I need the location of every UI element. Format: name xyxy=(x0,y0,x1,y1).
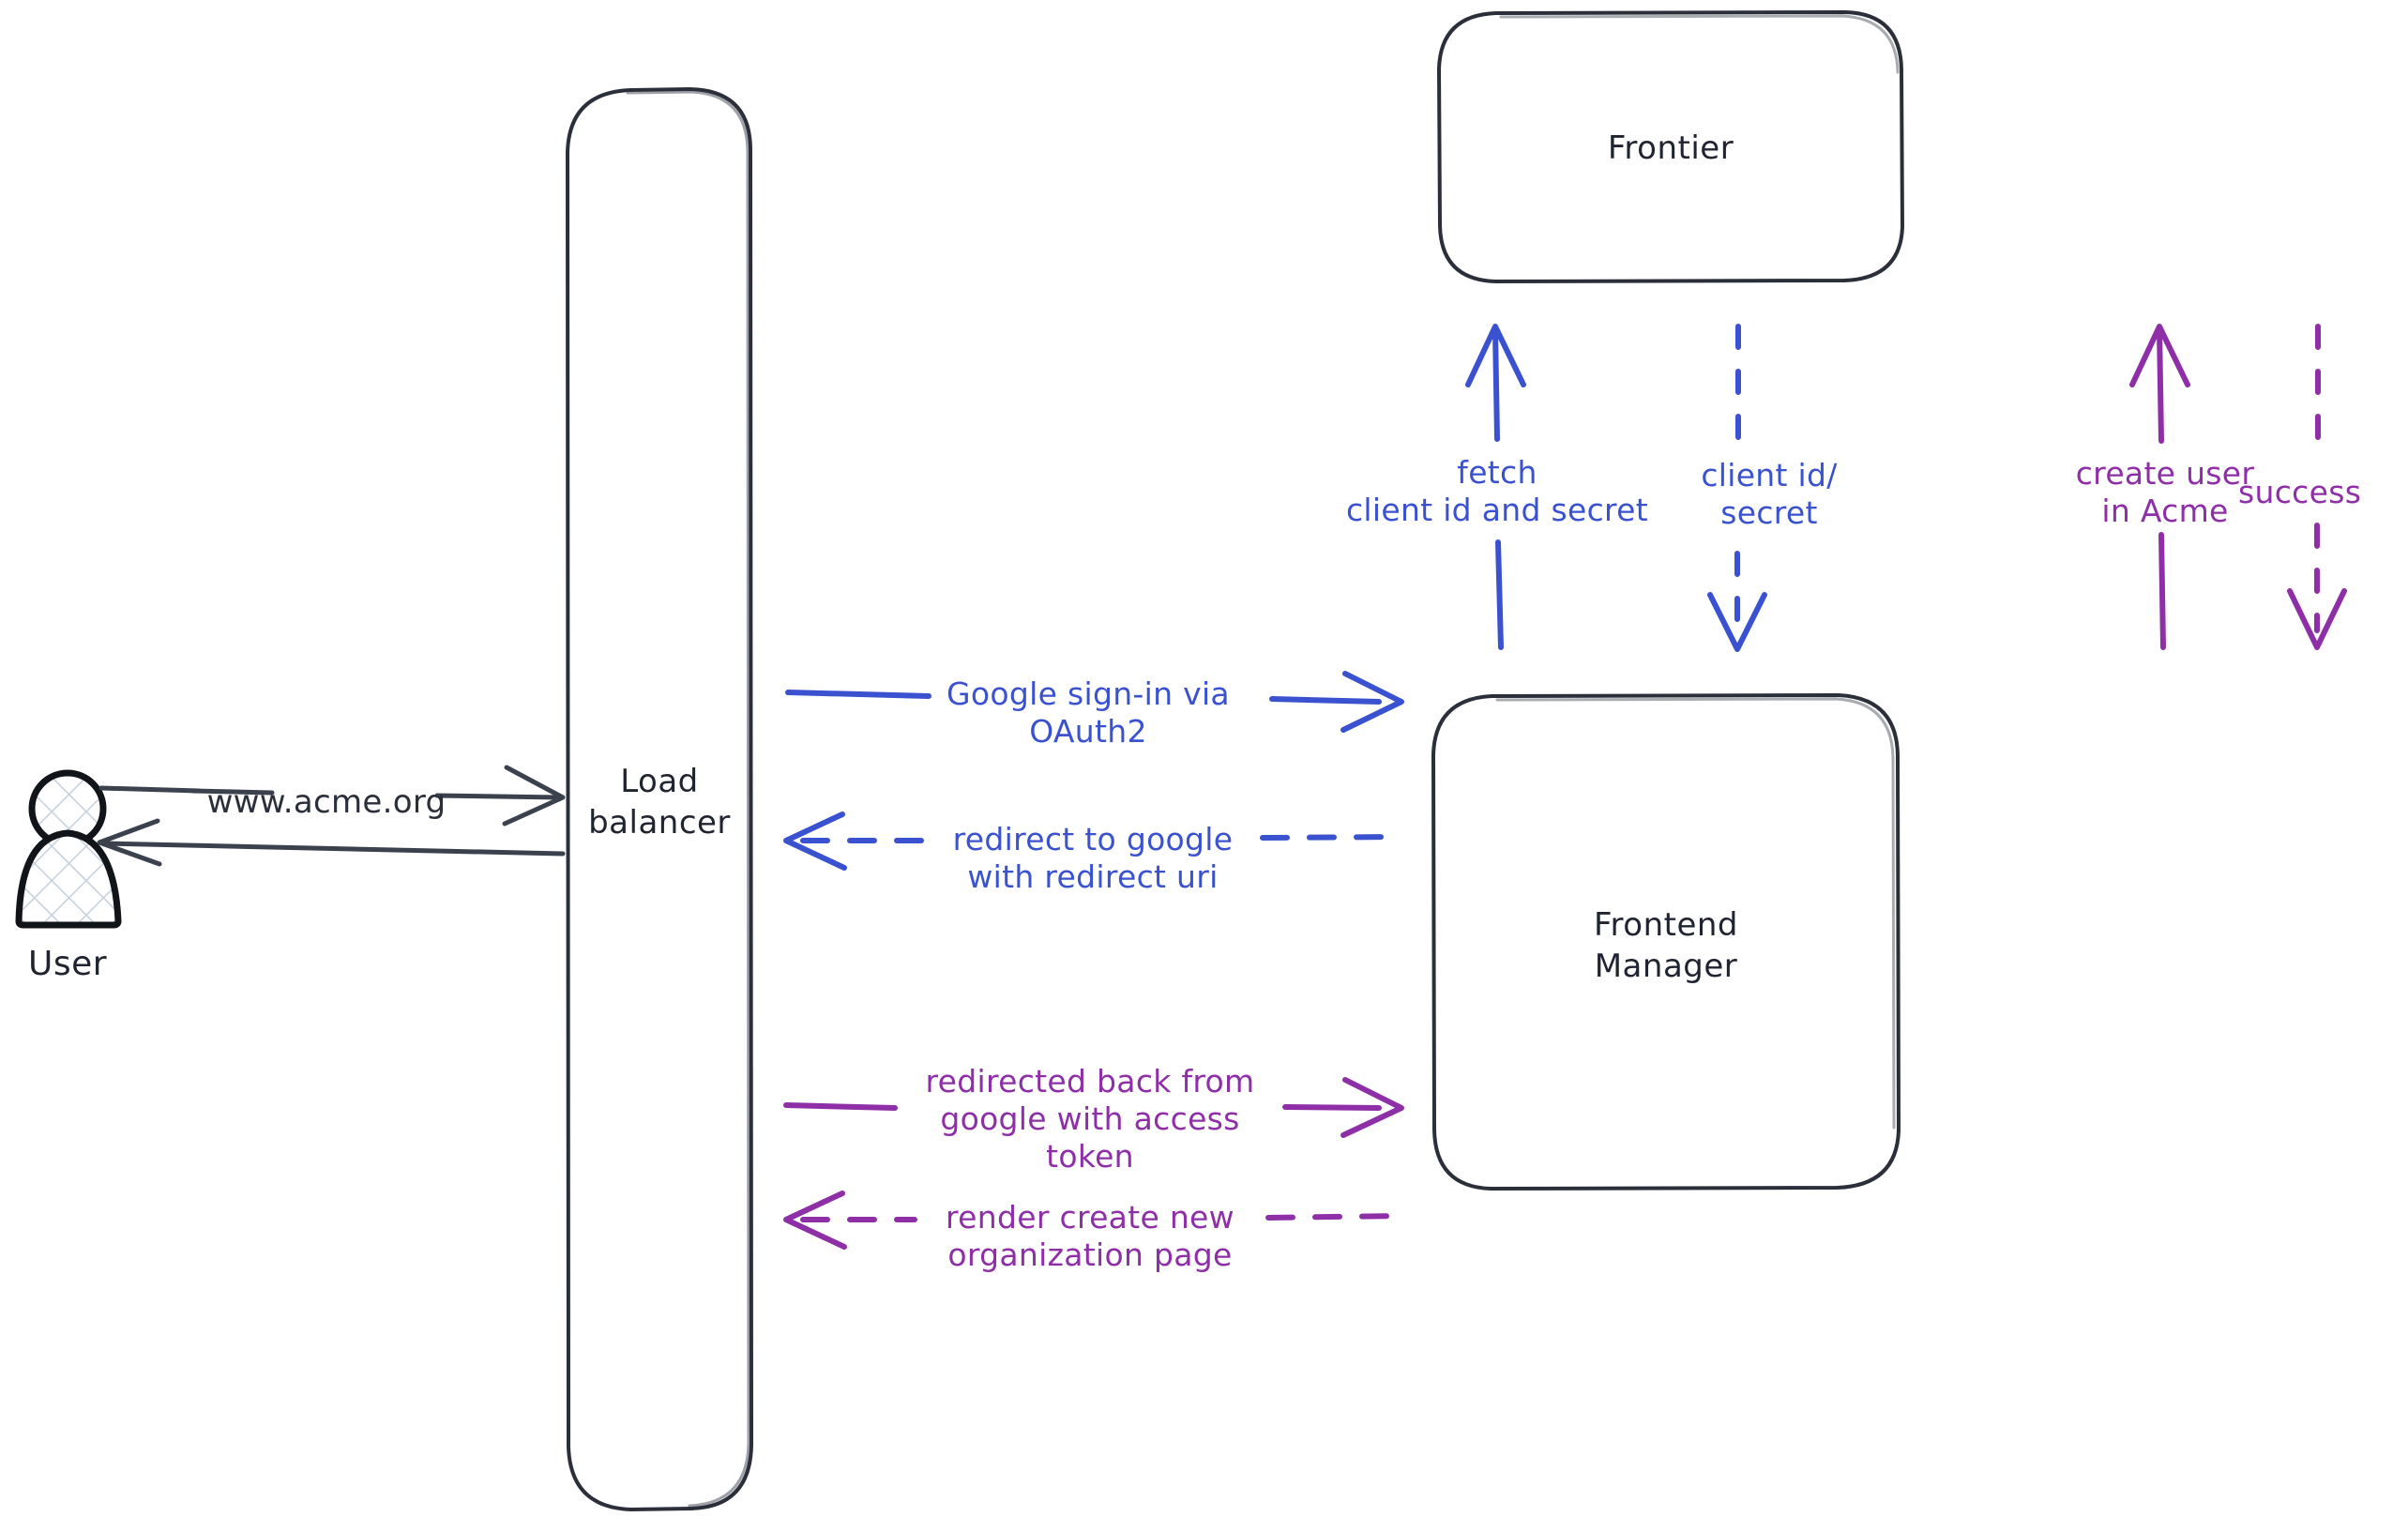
arrowhead-left-icon xyxy=(783,812,847,871)
arrowhead-down-icon xyxy=(2287,588,2347,650)
edge-label-frontier-to-fm-creds: client id/ secret xyxy=(1701,457,1838,531)
edge-label-fm-to-lb-render: render create new organization page xyxy=(946,1199,1234,1273)
edge-frontier-to-fm-creds xyxy=(1707,324,1767,652)
frontend-manager-shape-sketch xyxy=(1495,697,1896,1130)
edge-label-lb-to-fm-token: redirected back from google with access … xyxy=(925,1063,1255,1175)
edge-user-to-lb xyxy=(98,765,566,827)
node-load-balancer[interactable] xyxy=(565,86,754,1512)
edge-lb-to-user xyxy=(97,818,566,867)
arrowhead-right-icon xyxy=(1340,671,1404,733)
node-user[interactable] xyxy=(15,769,122,929)
edge-lb-to-fm-token xyxy=(783,1077,1404,1138)
node-frontend-manager[interactable] xyxy=(1431,692,1901,1191)
frontier-shape-sketch xyxy=(1499,14,1900,74)
arrowhead-right-icon xyxy=(1340,1077,1404,1138)
arrowhead-left-icon xyxy=(783,1191,847,1250)
frontend-manager-shape xyxy=(1431,692,1901,1191)
arrowhead-left-icon xyxy=(97,818,162,867)
load-balancer-shape xyxy=(565,86,754,1512)
edge-frontier-to-fm-success xyxy=(2287,324,2347,650)
edge-label-fm-to-frontier-create: create user in Acme xyxy=(2075,455,2255,529)
user-body-icon xyxy=(15,829,122,929)
edge-label-lb-to-fm-signin: Google sign-in via OAuth2 xyxy=(947,675,1230,750)
edge-label-fm-to-lb-redirect: redirect to google with redirect uri xyxy=(952,821,1234,895)
arrowhead-right-icon xyxy=(502,765,566,827)
node-frontier[interactable] xyxy=(1436,9,1905,284)
edge-fm-to-frontier-fetch xyxy=(1465,324,1526,650)
edge-label-fm-to-frontier-fetch: fetch client id and secret xyxy=(1345,454,1649,528)
edge-label-user-to-lb: www.acme.org xyxy=(206,783,447,821)
load-balancer-shape-sketch xyxy=(626,90,750,1508)
edge-label-frontier-to-fm-success: success xyxy=(2238,474,2362,510)
frontier-shape xyxy=(1436,9,1905,284)
edge-fm-to-lb-redirect xyxy=(783,812,1404,871)
arrowhead-up-icon xyxy=(2129,324,2190,387)
arrowhead-down-icon xyxy=(1707,592,1767,652)
arrowhead-up-icon xyxy=(1465,324,1526,387)
edge-fm-to-lb-render xyxy=(783,1191,1404,1250)
edge-lb-to-fm-signin xyxy=(785,671,1404,733)
edge-fm-to-frontier-create xyxy=(2129,324,2190,650)
